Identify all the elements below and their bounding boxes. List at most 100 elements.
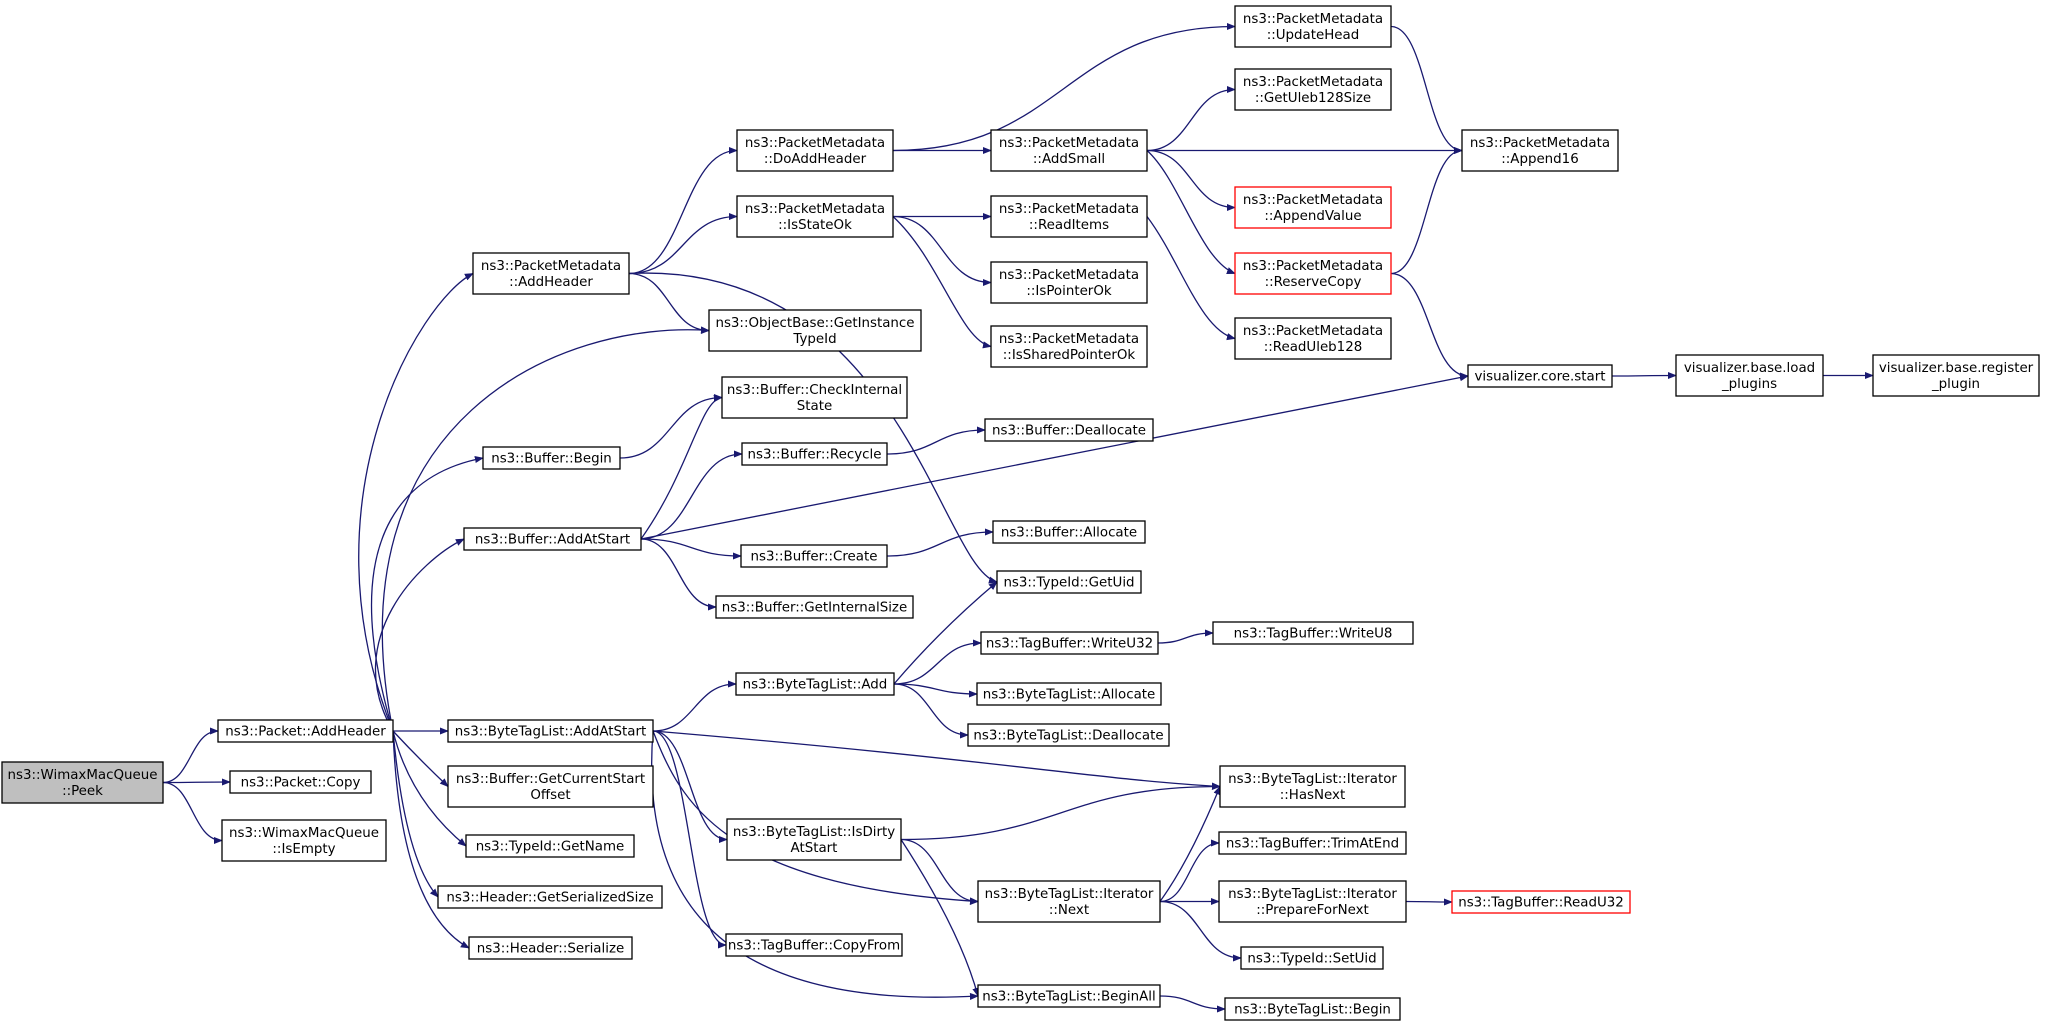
node-box: [1234, 186, 1392, 229]
node-label: ns3::Buffer::Create: [751, 550, 878, 565]
edge-n8-n19: [652, 680, 737, 732]
node-visualizer-base-load-plugins[interactable]: visualizer.base.load_plugins: [1675, 354, 1824, 397]
node-ns3-bytetaglist-addatstart[interactable]: ns3::ByteTagList::AddAtStart: [447, 719, 654, 743]
node-ns3-bytetaglist-allocate[interactable]: ns3::ByteTagList::Allocate: [976, 682, 1162, 706]
node-ns3-buffer-allocate[interactable]: ns3::Buffer::Allocate: [992, 520, 1146, 544]
node-box: [1234, 5, 1392, 48]
node-ns3-typeid-getuid[interactable]: ns3::TypeId::GetUid: [996, 570, 1142, 594]
node-box: [1461, 129, 1619, 172]
node-box: [221, 819, 387, 862]
node-box: [990, 261, 1148, 304]
node-ns3-packetmetadata-doaddheader[interactable]: ns3::PacketMetadata::DoAddHeader: [736, 129, 894, 172]
node-ns3-tagbuffer-copyfrom[interactable]: ns3::TagBuffer::CopyFrom: [725, 933, 903, 957]
node-label: ns3::ByteTagList::Deallocate: [973, 729, 1163, 744]
node-ns3-packet-copy[interactable]: ns3::Packet::Copy: [229, 770, 372, 794]
edge-n1-n11: [392, 730, 439, 898]
node-ns3-wimaxmacqueue-isempty[interactable]: ns3::WimaxMacQueue::IsEmpty: [221, 819, 387, 862]
edge-n14-n25: [892, 216, 992, 349]
node-ns3-typeid-setuid[interactable]: ns3::TypeId::SetUid: [1240, 946, 1384, 970]
node-label: ns3::TagBuffer::WriteU32: [986, 637, 1153, 652]
edge-n8-n20: [652, 730, 728, 844]
node-label: ::ReserveCopy: [1265, 275, 1362, 290]
node-ns3-tagbuffer-writeu32[interactable]: ns3::TagBuffer::WriteU32: [980, 631, 1159, 655]
node-label: ns3::ByteTagList::Begin: [1234, 1003, 1391, 1018]
node-ns3-packetmetadata-issharedpointerok[interactable]: ns3::PacketMetadata::IsSharedPointerOk: [990, 325, 1148, 368]
node-ns3-buffer-begin[interactable]: ns3::Buffer::Begin: [482, 446, 621, 470]
node-box: [980, 631, 1159, 655]
node-label: ns3::PacketMetadata: [999, 268, 1139, 283]
node-ns3-packetmetadata-getuleb128size[interactable]: ns3::PacketMetadata::GetUleb128Size: [1234, 68, 1392, 111]
node-visualizer-base-register-plugin[interactable]: visualizer.base.register_plugin: [1872, 354, 2040, 397]
node-box: [1234, 68, 1392, 111]
node-ns3-bytetaglist-add[interactable]: ns3::ByteTagList::Add: [735, 672, 895, 696]
node-ns3-packetmetadata-readuleb128[interactable]: ns3::PacketMetadata::ReadUleb128: [1234, 317, 1392, 360]
node-ns3-header-serialize[interactable]: ns3::Header::Serialize: [468, 936, 633, 960]
node-box: [1219, 765, 1406, 808]
node-box: [468, 936, 633, 960]
edge-n4-n14: [628, 212, 738, 275]
edge-n1-n9: [392, 730, 449, 788]
edge-n1-n10: [392, 730, 467, 847]
edge-n1-n6: [370, 455, 484, 732]
node-ns3-buffer-create[interactable]: ns3::Buffer::Create: [740, 544, 888, 568]
node-ns3-tagbuffer-writeu8[interactable]: ns3::TagBuffer::WriteU8: [1212, 621, 1414, 645]
edge-layer: [162, 22, 1874, 1013]
node-box: [735, 672, 895, 696]
node-label: ::UpdateHead: [1267, 28, 1360, 43]
node-ns3-packetmetadata-updatehead[interactable]: ns3::PacketMetadata::UpdateHead: [1234, 5, 1392, 48]
node-label: Offset: [530, 788, 570, 803]
node-box: [992, 520, 1146, 544]
edge-n19-n28: [893, 581, 998, 685]
node-label: ::ReadItems: [1029, 218, 1109, 233]
edge-n22-n36: [1146, 149, 1236, 212]
node-label: ns3::ByteTagList::Iterator: [1228, 772, 1397, 787]
node-ns3-bytetaglist-iterator-next[interactable]: ns3::ByteTagList::Iterator::Next: [977, 880, 1161, 923]
node-box: [437, 885, 663, 909]
node-ns3-packetmetadata-appendvalue[interactable]: ns3::PacketMetadata::AppendValue: [1234, 186, 1392, 229]
node-ns3-packetmetadata-isstateok[interactable]: ns3::PacketMetadata::IsStateOk: [736, 195, 894, 238]
node-ns3-bytetaglist-iterator-hasnext[interactable]: ns3::ByteTagList::Iterator::HasNext: [1219, 765, 1406, 808]
node-ns3-tagbuffer-trimatend[interactable]: ns3::TagBuffer::TrimAtEnd: [1218, 831, 1407, 855]
node-ns3-packetmetadata-ispointerok[interactable]: ns3::PacketMetadata::IsPointerOk: [990, 261, 1148, 304]
node-label: ns3::PacketMetadata: [999, 332, 1139, 347]
node-ns3-bytetaglist-beginall[interactable]: ns3::ByteTagList::BeginAll: [977, 984, 1161, 1008]
node-ns3-packetmetadata-addsmall[interactable]: ns3::PacketMetadata::AddSmall: [990, 129, 1148, 172]
node-ns3-buffer-deallocate[interactable]: ns3::Buffer::Deallocate: [984, 418, 1154, 442]
node-label: ns3::ByteTagList::AddAtStart: [455, 725, 647, 740]
node-ns3-buffer-addatstart[interactable]: ns3::Buffer::AddAtStart: [463, 527, 642, 551]
node-ns3-wimaxmacqueue-peek[interactable]: ns3::WimaxMacQueue::Peek: [1, 761, 164, 804]
node-ns3-buffer-recycle[interactable]: ns3::Buffer::Recycle: [741, 442, 888, 466]
node-label: ns3::PacketMetadata: [999, 202, 1139, 217]
edge-n16-n26: [886, 426, 986, 455]
node-ns3-header-getserializedsize[interactable]: ns3::Header::GetSerializedSize: [437, 885, 663, 909]
node-label: visualizer.base.load: [1684, 361, 1815, 376]
node-ns3-packetmetadata-addheader[interactable]: ns3::PacketMetadata::AddHeader: [472, 252, 630, 295]
node-ns3-bytetaglist-iterator-preparefornext[interactable]: ns3::ByteTagList::Iterator::PrepareForNe…: [1218, 880, 1407, 923]
node-ns3-tagbuffer-readu32[interactable]: ns3::TagBuffer::ReadU32: [1451, 890, 1631, 914]
node-ns3-typeid-getname[interactable]: ns3::TypeId::GetName: [465, 834, 635, 858]
node-ns3-packetmetadata-reservecopy[interactable]: ns3::PacketMetadata::ReserveCopy: [1234, 252, 1392, 295]
node-visualizer-core-start[interactable]: visualizer.core.start: [1467, 364, 1613, 388]
edge-n0-n3: [162, 781, 223, 845]
node-label: ns3::PacketMetadata: [745, 136, 885, 151]
node-ns3-packetmetadata-readitems[interactable]: ns3::PacketMetadata::ReadItems: [990, 195, 1148, 238]
node-ns3-bytetaglist-deallocate[interactable]: ns3::ByteTagList::Deallocate: [967, 723, 1170, 747]
edge-n1-n4: [358, 272, 474, 732]
edge-n13-n34: [892, 22, 1236, 152]
node-ns3-buffer-getinternalsize[interactable]: ns3::Buffer::GetInternalSize: [715, 595, 914, 619]
node-ns3-bytetaglist-begin[interactable]: ns3::ByteTagList::Begin: [1224, 997, 1401, 1021]
node-label: State: [797, 399, 832, 414]
node-label: ns3::TagBuffer::CopyFrom: [728, 939, 900, 954]
node-label: ns3::Buffer::GetCurrentStart: [456, 772, 645, 787]
node-label: ns3::PacketMetadata: [1243, 193, 1383, 208]
node-label: ::IsStateOk: [778, 218, 852, 233]
node-label: ns3::PacketMetadata: [1243, 259, 1383, 274]
node-box: [740, 544, 888, 568]
node-ns3-packetmetadata-append16[interactable]: ns3::PacketMetadata::Append16: [1461, 129, 1619, 172]
node-ns3-packet-addheader[interactable]: ns3::Packet::AddHeader: [217, 719, 394, 743]
